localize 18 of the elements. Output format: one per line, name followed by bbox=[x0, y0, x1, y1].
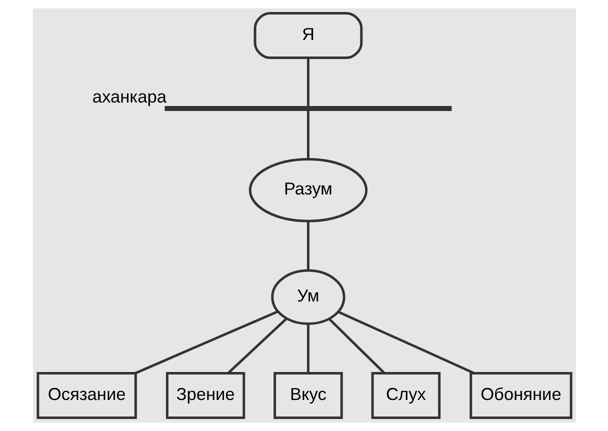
connector bbox=[306, 324, 309, 373]
connector bbox=[306, 58, 309, 108]
connector bbox=[227, 318, 287, 374]
connector bbox=[134, 310, 278, 374]
node-ellipse: Разум bbox=[248, 158, 368, 222]
node-box: Осязание bbox=[36, 372, 136, 419]
node-label: аханкара bbox=[92, 86, 166, 107]
node-box: Обоняние bbox=[469, 372, 572, 419]
node-bar bbox=[164, 106, 452, 111]
node-box: Зрение bbox=[165, 372, 245, 419]
connector bbox=[306, 110, 309, 159]
node-ellipse: Ум bbox=[270, 269, 345, 325]
connector bbox=[328, 318, 385, 374]
node-box: Вкус bbox=[273, 372, 342, 419]
connector bbox=[337, 310, 474, 374]
node-box: Слух bbox=[370, 372, 440, 419]
node-box: Я bbox=[253, 12, 362, 60]
connector bbox=[306, 222, 309, 270]
